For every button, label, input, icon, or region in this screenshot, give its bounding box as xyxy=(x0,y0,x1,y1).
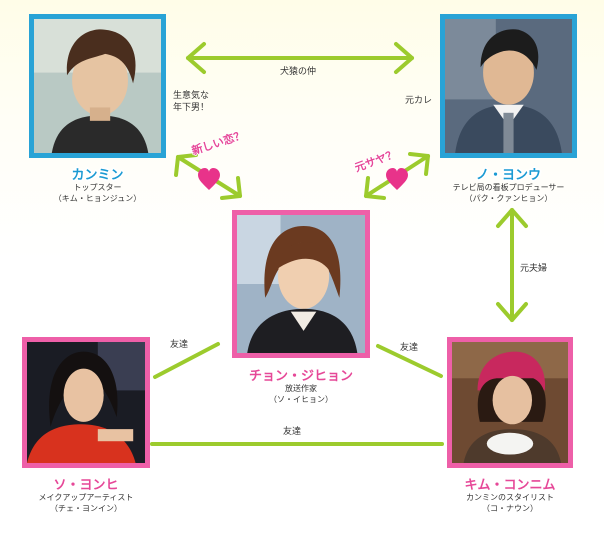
rivals-arrow xyxy=(186,42,414,74)
so-yong-hi-actor: （チェ・ヨンイン） xyxy=(50,504,122,513)
ex-spouses-arrow xyxy=(496,208,528,322)
kang-min-role: トップスター xyxy=(73,183,122,192)
kang-min-photo xyxy=(29,14,166,158)
friends-bottom-label: 友達 xyxy=(283,427,302,437)
no-yong-u-role: テレビ局の看板プロデューサー xyxy=(452,183,565,192)
kim-kon-nim-role: カンミンのスタイリスト xyxy=(466,493,554,502)
kim-kon-nim-name: キム・コンニム xyxy=(464,478,556,493)
heart-icon xyxy=(386,168,408,190)
jung-ji-hyon-actor: （ソ・イヒョン） xyxy=(269,395,333,404)
friends-left-line xyxy=(153,342,220,379)
ex-boyfriend-label: 元カレ xyxy=(405,96,433,106)
friends-left-label: 友達 xyxy=(170,340,189,350)
so-yong-hi-role: メイクアップアーティスト xyxy=(38,493,134,502)
no-yong-u-name: ノ・ヨンウ xyxy=(475,168,541,183)
younger-man-label-line2: 年下男！ xyxy=(173,103,210,113)
no-yong-u-actor: （パク・クァンヒョン） xyxy=(464,194,553,203)
so-yong-hi-photo xyxy=(22,337,150,468)
kim-kon-nim-photo xyxy=(447,337,573,468)
rivals-label: 犬猿の仲 xyxy=(280,67,317,77)
jung-ji-hyon-role: 放送作家 xyxy=(285,384,317,393)
kim-kon-nim-actor: （コ・ナウン） xyxy=(482,504,538,513)
so-yong-hi-name: ソ・ヨンヒ xyxy=(53,478,119,493)
ex-spouses-label: 元夫婦 xyxy=(520,264,548,274)
friends-right-line xyxy=(376,344,443,378)
friends-right-label: 友達 xyxy=(400,343,419,353)
jung-ji-hyon-photo xyxy=(232,210,370,358)
heart-icons xyxy=(198,168,408,190)
younger-man-label-line1: 生意気な xyxy=(173,91,210,101)
jung-ji-hyon-name: チョン・ジヒョン xyxy=(248,369,353,384)
heart-icon xyxy=(198,168,220,190)
kang-min-name: カンミン xyxy=(71,168,124,183)
no-yong-u-photo xyxy=(440,14,577,158)
kang-min-actor: （キム・ヒョンジュン） xyxy=(53,194,142,203)
